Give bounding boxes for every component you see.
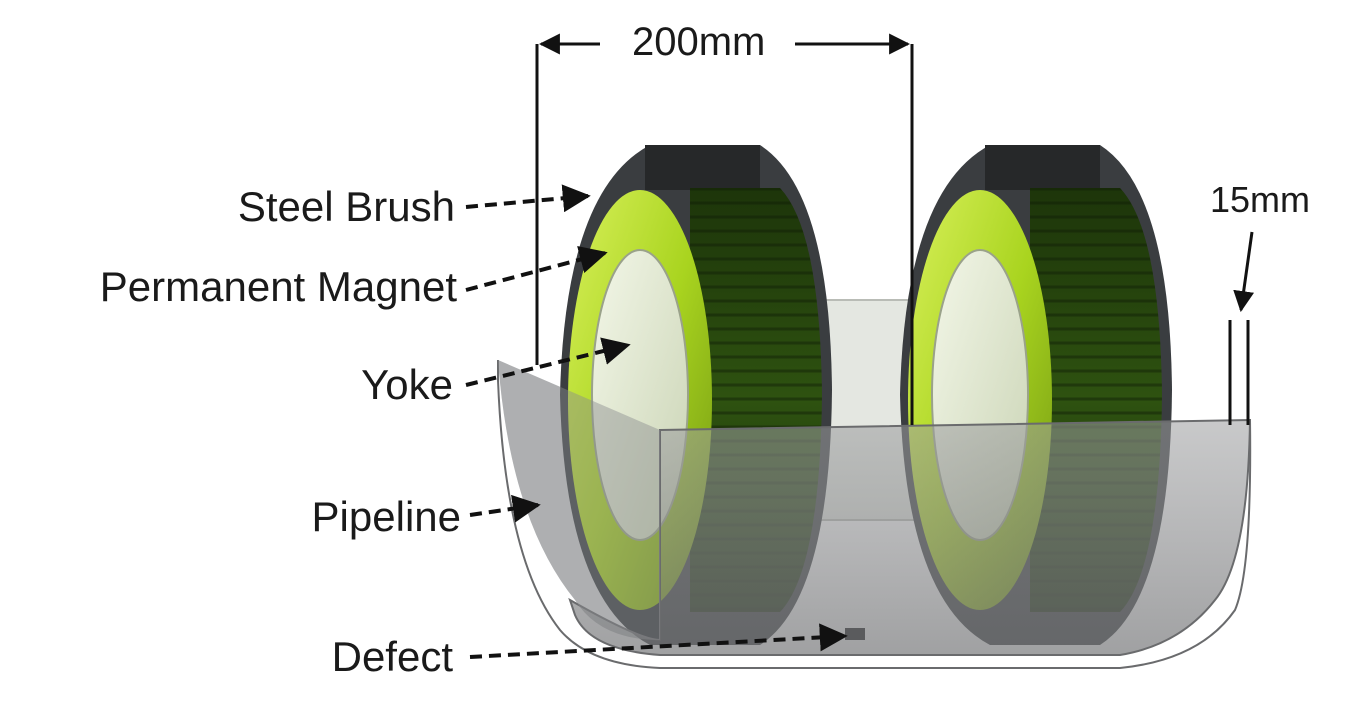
leader-lines <box>465 184 848 659</box>
defect-mark <box>845 628 865 640</box>
pipeline-front <box>497 360 1252 669</box>
label-permanent-magnet: Permanent Magnet <box>99 263 457 310</box>
label-yoke: Yoke <box>361 361 453 408</box>
label-dimension-15mm: 15mm <box>1210 179 1311 220</box>
leader-steel-brush <box>465 184 591 213</box>
dimension-15mm <box>1228 231 1255 425</box>
leader-defect <box>469 623 848 659</box>
leader-yoke <box>465 337 631 387</box>
label-pipeline: Pipeline <box>311 493 461 540</box>
leader-permanent-magnet <box>465 245 608 292</box>
label-defect: Defect <box>331 633 453 680</box>
left-magnetizer <box>560 145 832 645</box>
leader-pipeline <box>469 494 541 523</box>
label-dimension-200mm: 200mm <box>632 20 766 64</box>
dimension-200mm <box>535 33 914 425</box>
label-steel-brush: Steel Brush <box>237 183 455 230</box>
